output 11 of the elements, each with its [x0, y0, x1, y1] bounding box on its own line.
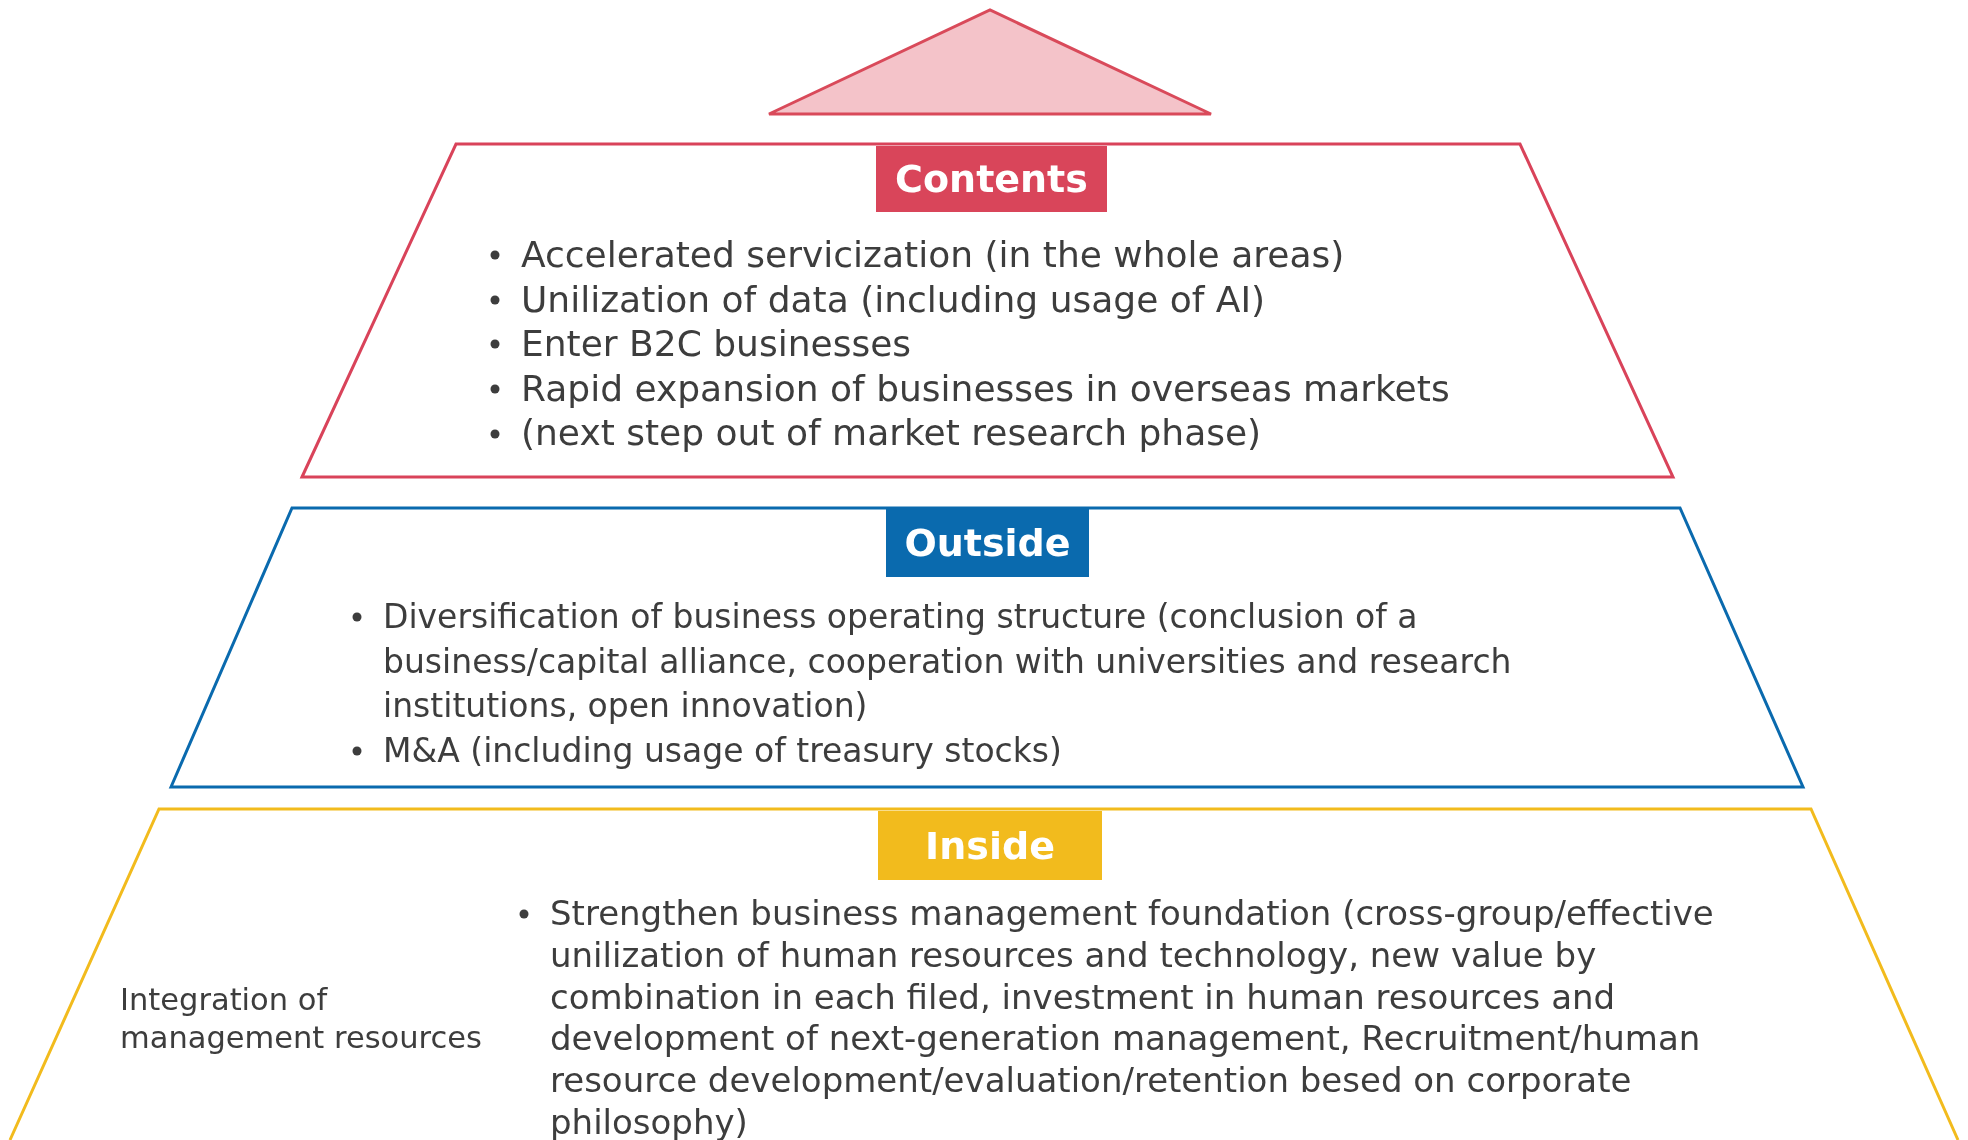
bullet-text: Enter B2C businesses	[521, 323, 912, 365]
bullet-text: Unilization of data (including usage of AI)	[521, 278, 1266, 320]
bullet-text: Accelerated servicization (in the whole areas)	[521, 234, 1345, 275]
tier-heading: Inside	[878, 811, 1102, 880]
tier-heading: Contents	[876, 146, 1107, 212]
side-text: Integration of management resources	[120, 981, 483, 1057]
bullet-text: Diversification of business operating structure (conclusion of a business/capital alliance, cooperation with universities and research institutions, open innovation)	[383, 597, 1512, 725]
bullet-text: M&A (including usage of treasury stocks)	[383, 730, 1062, 770]
tier-heading: Outside	[886, 508, 1089, 577]
bullet-text: Rapid expansion of businesses in overseas markets	[521, 367, 1450, 409]
bullet-text: (next step out of market research phase)	[521, 412, 1262, 454]
